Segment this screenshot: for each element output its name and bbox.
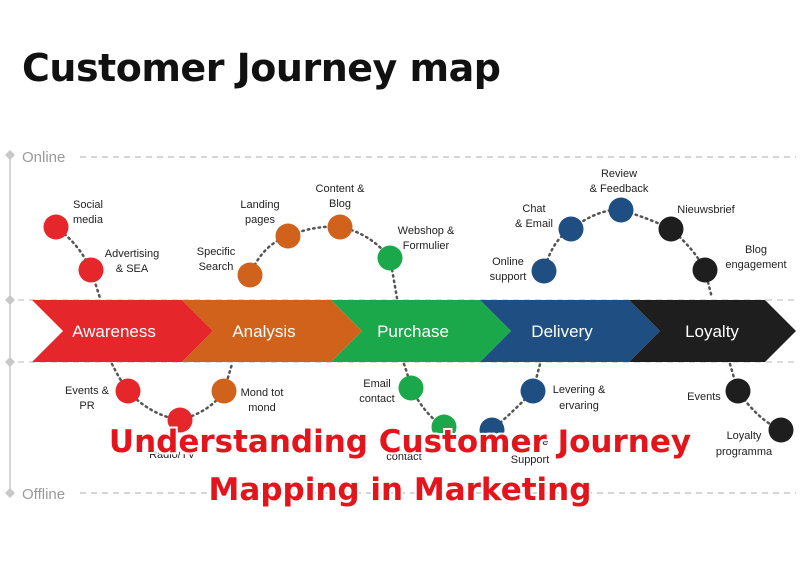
stage-label: Analysis [232,322,295,341]
touchpoint-node [78,257,104,283]
touchpoint-label: Chat& Email [515,203,553,230]
touchpoint-label: Advertising& SEA [105,248,159,275]
touchpoint-node [43,214,69,240]
touchpoint-node [275,223,301,249]
touchpoint-node [398,375,424,401]
touchpoint-node [377,245,403,271]
connector [248,225,399,300]
touchpoint-label: Webshop &Formulier [398,225,455,252]
touchpoint-label: Events [687,391,721,403]
touchpoint-label: Radio/TV [149,449,196,461]
stage-label: Awareness [72,322,156,341]
stage-delivery [480,300,660,362]
touchpoint-node [115,378,141,404]
touchpoint-node [237,262,263,288]
touchpoint-node [558,216,584,242]
overlay-line: Mapping in Marketing [208,472,592,508]
touchpoint-node [531,258,557,284]
offline-axis-label: Offline [22,486,65,503]
online-touchpoints [43,197,718,288]
touchpoint-label: Nieuwsbrief [677,204,735,216]
stage-labels: Awareness Analysis Purchase Delivery Loy… [72,322,739,341]
touchpoint-label: contact [386,451,421,463]
stage-analysis [182,300,362,362]
touchpoint-node [479,417,505,443]
overlay-line: Understanding Customer Journey [108,424,692,460]
touchpoint-node [768,417,794,443]
touchpoint-label: Content &Blog [316,183,366,210]
connector [402,362,446,429]
stage-label: Loyalty [685,322,739,341]
touchpoint-node [431,414,457,440]
touchpoint-node [520,378,546,404]
axis-diamond [5,150,15,160]
touchpoint-label: Events &PR [65,385,110,412]
touchpoint-node [211,378,237,404]
touchpoint-node [658,216,684,242]
stage-awareness [32,300,213,362]
touchpoint-node [725,378,751,404]
axis-diamond [5,295,15,305]
touchpoint-node [167,407,193,433]
axis-diamond [5,357,15,367]
touchpoint-node [692,257,718,283]
touchpoint-label: Levering &ervaring [553,384,606,412]
overlay-caption: Understanding Customer Journey Mapping i… [0,418,800,514]
online-axis-label: Online [22,149,65,166]
stage-loyalty [629,300,796,362]
page-title: Customer Journey map [22,46,501,90]
stage-label: Purchase [377,322,449,341]
axis-diamond [5,488,15,498]
touchpoint-label: Review& Feedback [590,168,649,195]
stage-label: Delivery [531,322,593,341]
stage-purchase [331,300,511,362]
offline-touchpoints [115,375,794,443]
connector [110,362,234,422]
axis-diamonds [5,150,15,498]
stage-chevrons [32,300,796,362]
touchpoint-node [327,214,353,240]
touchpoint-node [608,197,634,223]
